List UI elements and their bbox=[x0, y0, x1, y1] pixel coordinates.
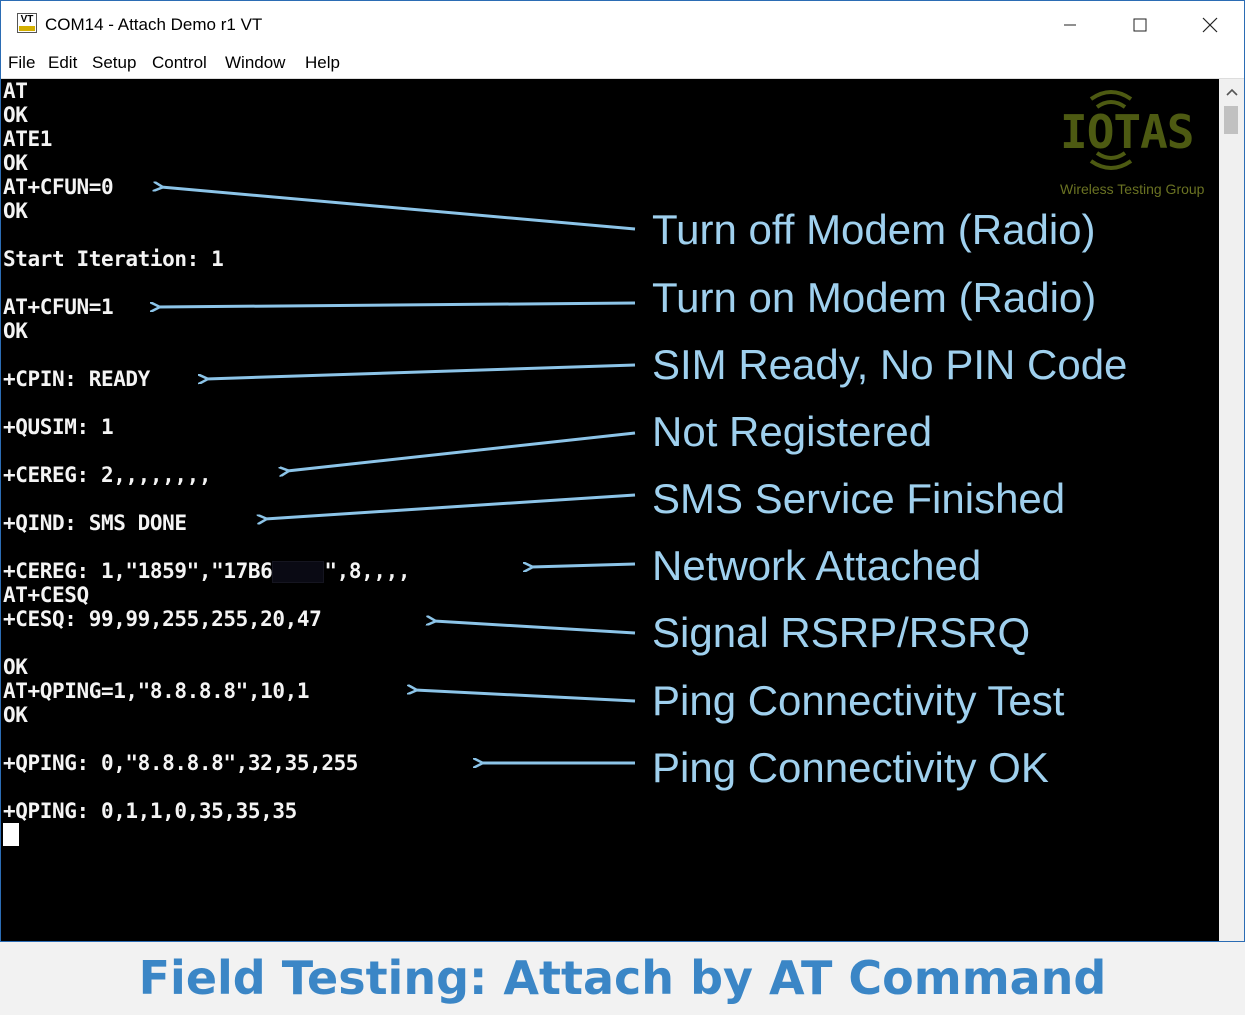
terminal-line: AT+CFUN=1 bbox=[3, 295, 114, 319]
logo-subtitle: Wireless Testing Group bbox=[1060, 181, 1205, 197]
terminal-output[interactable]: AT OK ATE1 OK AT+CFUN=0 OK Start Iterati… bbox=[1, 79, 1219, 941]
terminal-line: +QUSIM: 1 bbox=[3, 415, 114, 439]
annotation-turn-on-modem: Turn on Modem (Radio) bbox=[652, 274, 1097, 321]
minimize-button[interactable] bbox=[1035, 1, 1105, 49]
arrow-signal bbox=[434, 621, 636, 635]
terminal-text: +CEREG: 1,"1859","17B6 bbox=[3, 559, 273, 583]
annotation-sms-finished: SMS Service Finished bbox=[652, 475, 1066, 522]
close-button[interactable] bbox=[1175, 1, 1245, 49]
iotas-logo: IOTAS Wireless Testing Group bbox=[1053, 85, 1219, 203]
arrow-network-attached bbox=[531, 564, 636, 567]
terminal-line: +QIND: SMS DONE bbox=[3, 511, 187, 535]
terminal-line: OK bbox=[3, 103, 28, 127]
menu-control[interactable]: Control bbox=[152, 53, 207, 72]
terminal-line: OK bbox=[3, 199, 28, 223]
scroll-up-button[interactable] bbox=[1219, 79, 1244, 104]
terminal-line: OK bbox=[3, 319, 28, 343]
figure-caption: Field Testing: Attach by AT Command bbox=[138, 951, 1107, 1005]
terminal-text: ",8,,,, bbox=[324, 559, 411, 583]
menu-bar: File Edit Setup Control Window Help bbox=[1, 49, 1244, 79]
maximize-icon bbox=[1133, 18, 1147, 32]
menu-help[interactable]: Help bbox=[305, 53, 340, 72]
title-bar[interactable]: VT COM14 - Attach Demo r1 VT bbox=[1, 1, 1244, 49]
terminal-line: AT+QPING=1,"8.8.8.8",10,1 bbox=[3, 679, 310, 703]
terminal-line: AT+CFUN=0 bbox=[3, 175, 114, 199]
terminal-line: +QPING: 0,"8.8.8.8",32,35,255 bbox=[3, 751, 359, 775]
annotation-network-attached: Network Attached bbox=[652, 542, 982, 589]
redacted-block bbox=[272, 561, 325, 583]
wireless-signal-icon bbox=[1089, 90, 1133, 170]
menu-edit[interactable]: Edit bbox=[48, 53, 78, 72]
arrow-turn-off bbox=[161, 187, 636, 231]
menu-file[interactable]: File bbox=[8, 53, 36, 72]
arrow-sms-done bbox=[265, 493, 636, 519]
close-icon bbox=[1202, 17, 1218, 33]
annotation-ping-ok: Ping Connectivity OK bbox=[652, 744, 1049, 791]
arrow-ping-test bbox=[415, 690, 636, 703]
terminal-line-cereg-attached: +CEREG: 1,"1859","17B6 ",8,,,, bbox=[3, 559, 410, 583]
arrow-sim-ready bbox=[206, 363, 636, 379]
logo-wordmark: IOTAS bbox=[1060, 105, 1194, 159]
arrow-not-registered bbox=[287, 431, 636, 471]
annotation-turn-off-modem: Turn off Modem (Radio) bbox=[652, 206, 1096, 253]
terminal-line: OK bbox=[3, 703, 28, 727]
annotation-arrows bbox=[1, 1, 636, 941]
annotation-ping-test: Ping Connectivity Test bbox=[652, 677, 1065, 724]
terminal-line: OK bbox=[3, 151, 28, 175]
text-cursor bbox=[3, 823, 19, 846]
app-icon[interactable]: VT bbox=[17, 13, 37, 33]
arrow-turn-on bbox=[158, 301, 636, 307]
terminal-line: +CESQ: 99,99,255,255,20,47 bbox=[3, 607, 322, 631]
vertical-scrollbar[interactable] bbox=[1219, 79, 1244, 941]
terminal-window: VT COM14 - Attach Demo r1 VT File Edit S… bbox=[0, 0, 1245, 942]
menu-window[interactable]: Window bbox=[225, 53, 286, 72]
terminal-line: AT+CESQ bbox=[3, 583, 89, 607]
minimize-icon bbox=[1064, 24, 1076, 26]
terminal-line: ATE1 bbox=[3, 127, 52, 151]
annotation-sim-ready: SIM Ready, No PIN Code bbox=[652, 341, 1128, 388]
scroll-thumb[interactable] bbox=[1224, 106, 1238, 134]
terminal-line: OK bbox=[3, 655, 28, 679]
menu-setup[interactable]: Setup bbox=[92, 53, 137, 72]
chevron-up-icon bbox=[1225, 88, 1238, 96]
terminal-line: +CPIN: READY bbox=[3, 367, 150, 391]
terminal-line: Start Iteration: 1 bbox=[3, 247, 224, 271]
window-title: COM14 - Attach Demo r1 VT bbox=[45, 15, 263, 34]
terminal-line: +CEREG: 2,,,,,,,, bbox=[3, 463, 212, 487]
maximize-button[interactable] bbox=[1105, 1, 1175, 49]
annotation-signal-rsrp: Signal RSRP/RSRQ bbox=[652, 609, 1031, 656]
terminal-line: AT bbox=[3, 79, 28, 103]
annotation-not-registered: Not Registered bbox=[652, 408, 933, 455]
terminal-line: +QPING: 0,1,1,0,35,35,35 bbox=[3, 799, 297, 823]
